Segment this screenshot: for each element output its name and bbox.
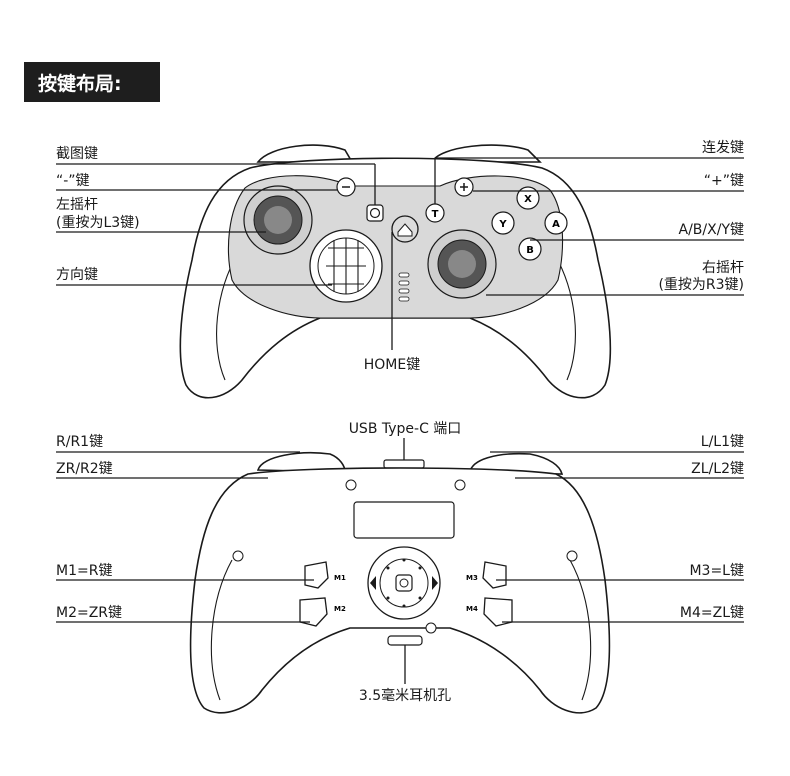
dpad-grid (326, 238, 366, 294)
controller-front (179, 144, 612, 399)
y-button-label: Y (498, 219, 507, 230)
turbo-button-label: T (432, 209, 439, 220)
a-button-label: A (552, 219, 560, 230)
label-left-stick-press: (重按为L3键) (56, 215, 140, 231)
label-headphone-jack: 3.5毫米耳机孔 (358, 688, 452, 704)
label-left-stick: 左摇杆 (56, 197, 98, 213)
label-r-r1: R/R1键 (56, 434, 104, 450)
back-label-window (353, 501, 455, 539)
b-button-label: B (526, 245, 534, 256)
a-button (544, 211, 568, 235)
m1-paddle (304, 561, 329, 589)
left-bumper-front (256, 144, 354, 163)
label-turbo-key: 连发键 (702, 140, 744, 156)
y-button (491, 211, 515, 235)
back-right-grip (569, 559, 592, 701)
x-button-label: X (524, 194, 532, 205)
controller-back (189, 451, 611, 714)
label-dpad: 方向键 (56, 267, 98, 283)
back-leader-lines (56, 438, 744, 684)
page-title: 按键布局: (24, 62, 160, 102)
right-stick-center (448, 250, 476, 278)
label-m4: M4=ZL键 (679, 605, 744, 621)
label-m2: M2=ZR键 (56, 605, 123, 621)
left-trigger-back (256, 451, 346, 473)
m2-tag: M2 (334, 605, 346, 613)
front-leader-lines (56, 157, 744, 350)
label-m1: M1=R键 (56, 563, 113, 579)
b-button (518, 237, 542, 261)
m4-tag: M4 (466, 605, 478, 613)
label-right-stick-press: (重按为R3键) (658, 277, 744, 293)
label-zr-r2: ZR/R2键 (56, 461, 113, 477)
m2-paddle (299, 597, 328, 627)
m1-tag: M1 (334, 574, 346, 582)
left-stick-center (264, 206, 292, 234)
usb-port (383, 459, 425, 469)
label-screenshot-key: 截图键 (56, 146, 98, 162)
screenshot-button (366, 204, 384, 222)
label-abxy-key: A/B/X/Y键 (678, 222, 744, 238)
label-home-key: HOME键 (363, 357, 421, 373)
m4-paddle (483, 597, 513, 627)
label-right-stick: 右摇杆 (702, 260, 744, 276)
x-button (516, 186, 540, 210)
label-l-l1: L/L1键 (700, 434, 744, 450)
label-usb-port: USB Type-C 端口 (348, 421, 462, 437)
m3-paddle (482, 561, 507, 589)
label-plus-key: “+”键 (703, 173, 744, 189)
label-minus-key: “-”键 (56, 173, 90, 189)
back-left-grip (210, 559, 233, 701)
m3-tag: M3 (466, 574, 478, 582)
headphone-jack (387, 635, 423, 646)
label-m3: M3=L键 (689, 563, 744, 579)
label-zl-l2: ZL/L2键 (691, 461, 744, 477)
